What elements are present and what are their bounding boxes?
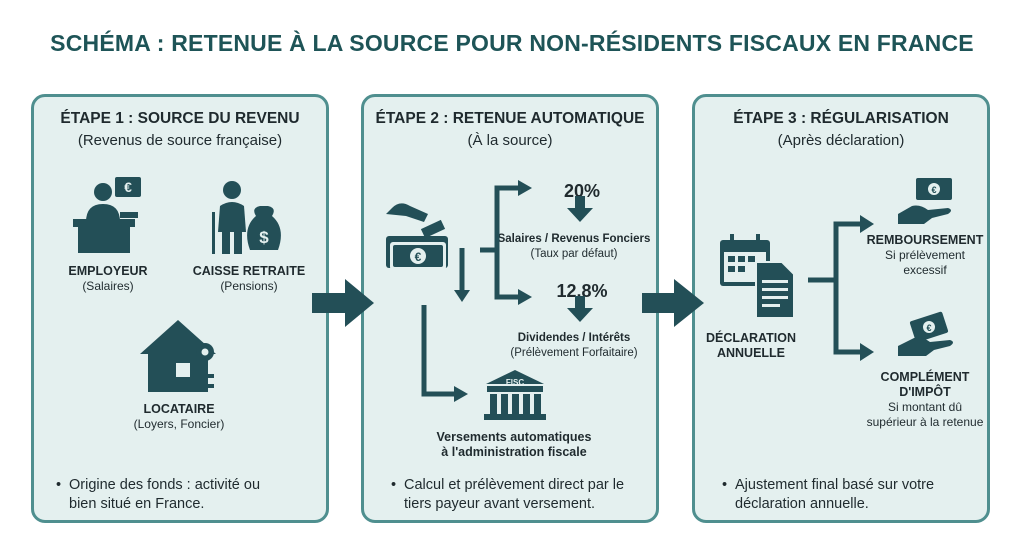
refund-hand-icon: €: [898, 178, 952, 224]
step-3-heading: ÉTAPE 3 : RÉGULARISATION: [733, 110, 949, 127]
branch-arrows-step-3: [808, 221, 862, 355]
house-key-icon: [140, 320, 216, 392]
svg-text:€: €: [931, 185, 936, 195]
step-1-heading: ÉTAPE 1 : SOURCE DU REVENU: [60, 110, 300, 127]
branch-arrow-heads: [454, 180, 593, 402]
dividends-rate-label: Dividendes / Intérêts(Prélèvement Forfai…: [510, 332, 638, 359]
diagram-title: SCHÉMA : RETENUE À LA SOURCE POUR NON-RÉ…: [50, 30, 974, 56]
step-2-panel: ÉTAPE 2 : RETENUE AUTOMATIQUE (À la sour…: [361, 94, 659, 523]
employer-desk-icon: €: [73, 177, 141, 253]
flow-arrow-1-icon: [312, 279, 374, 327]
svg-text:€: €: [124, 179, 132, 195]
tenant-label: LOCATAIRE(Loyers, Foncier): [133, 402, 225, 431]
hand-money-icon: €: [386, 203, 448, 270]
tax-supplement-hand-icon: €: [898, 311, 953, 356]
rate-12-8-label: 12.8%: [556, 281, 608, 301]
retiree-money-bag-icon: $: [212, 181, 281, 254]
branch-arrows-step-2: [421, 185, 520, 397]
step-3-panel: ÉTAPE 3 : RÉGULARISATION (Après déclarat…: [692, 94, 990, 523]
step-2-subheading: (À la source): [467, 132, 553, 149]
salaries-rate-label: Salaires / Revenus Fonciers(Taux par déf…: [497, 233, 651, 260]
calendar-document-icon: [720, 234, 795, 319]
svg-text:€: €: [415, 250, 422, 264]
rate-20-label: 20%: [563, 181, 601, 201]
pension-fund-label: CAISSE RETRAITE(Pensions): [192, 264, 306, 293]
step-1-subheading: (Revenus de source française): [77, 132, 283, 149]
flow-arrow-2-icon: [642, 279, 704, 327]
fisc-badge: FISC: [506, 378, 524, 387]
step-1-panel: ÉTAPE 1 : SOURCE DU REVENU (Revenus de s…: [31, 94, 329, 523]
svg-text:$: $: [259, 228, 269, 247]
step-3-subheading: (Après déclaration): [777, 132, 905, 149]
svg-text:€: €: [926, 323, 931, 333]
fisc-building-icon: FISC: [484, 370, 546, 420]
employer-label: EMPLOYEUR(Salaires): [68, 264, 148, 293]
step-2-heading: ÉTAPE 2 : RETENUE AUTOMATIQUE: [375, 110, 645, 127]
